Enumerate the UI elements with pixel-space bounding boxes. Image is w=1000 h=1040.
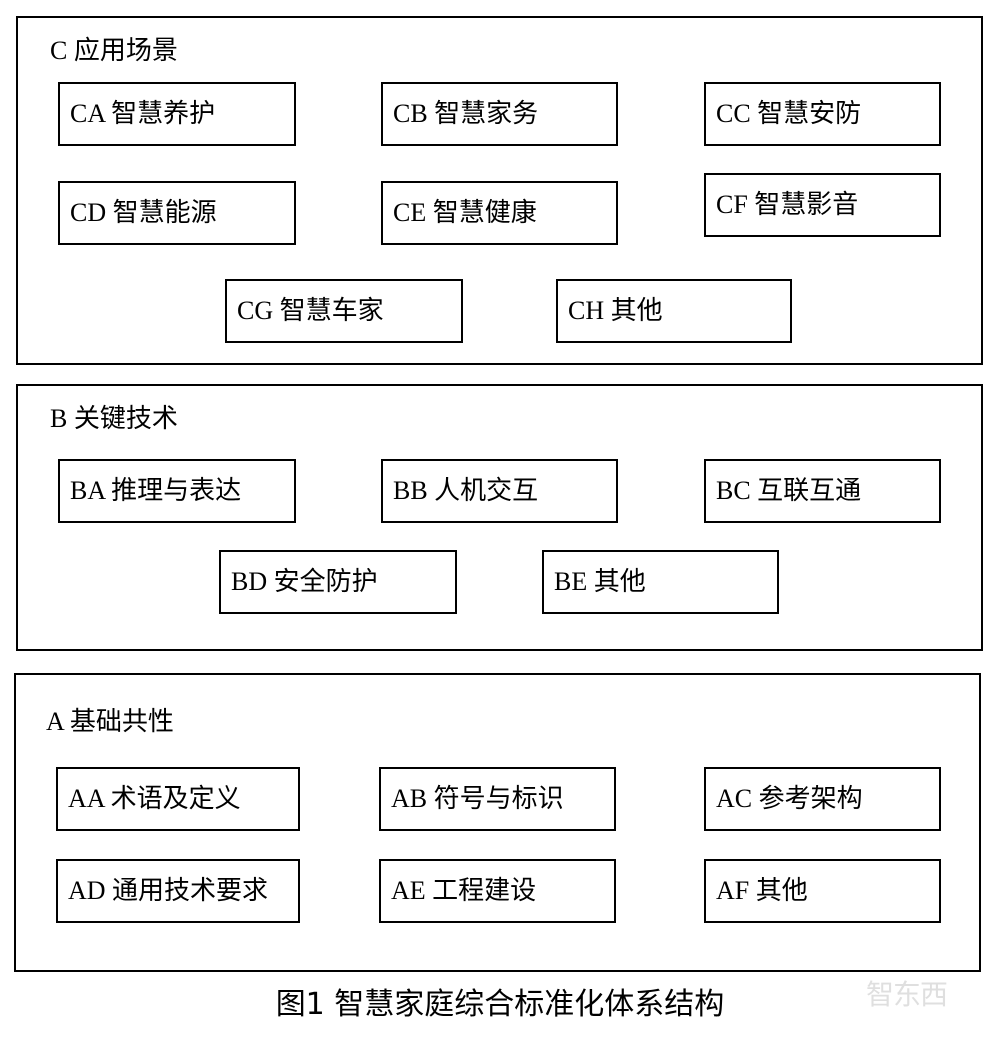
- node-cg: CG 智慧车家: [225, 279, 463, 343]
- node-bc: BC 互联互通: [704, 459, 941, 523]
- node-ba: BA 推理与表达: [58, 459, 296, 523]
- node-cc: CC 智慧安防: [704, 82, 941, 146]
- node-bd: BD 安全防护: [219, 550, 457, 614]
- node-bb: BB 人机交互: [381, 459, 618, 523]
- section-title: A 基础共性: [46, 707, 174, 736]
- node-af: AF 其他: [704, 859, 941, 923]
- node-be: BE 其他: [542, 550, 779, 614]
- node-cd: CD 智慧能源: [58, 181, 296, 245]
- section-title: C 应用场景: [50, 36, 178, 65]
- node-ch: CH 其他: [556, 279, 792, 343]
- node-ac: AC 参考架构: [704, 767, 941, 831]
- node-cf: CF 智慧影音: [704, 173, 941, 237]
- watermark-logo: 智东西: [866, 978, 948, 1011]
- section-title: B 关键技术: [50, 404, 178, 433]
- node-aa: AA 术语及定义: [56, 767, 300, 831]
- node-ca: CA 智慧养护: [58, 82, 296, 146]
- figure-caption: 图1 智慧家庭综合标准化体系结构: [275, 987, 725, 1022]
- node-ad: AD 通用技术要求: [56, 859, 300, 923]
- node-cb: CB 智慧家务: [381, 82, 618, 146]
- node-ab: AB 符号与标识: [379, 767, 616, 831]
- node-ce: CE 智慧健康: [381, 181, 618, 245]
- node-ae: AE 工程建设: [379, 859, 616, 923]
